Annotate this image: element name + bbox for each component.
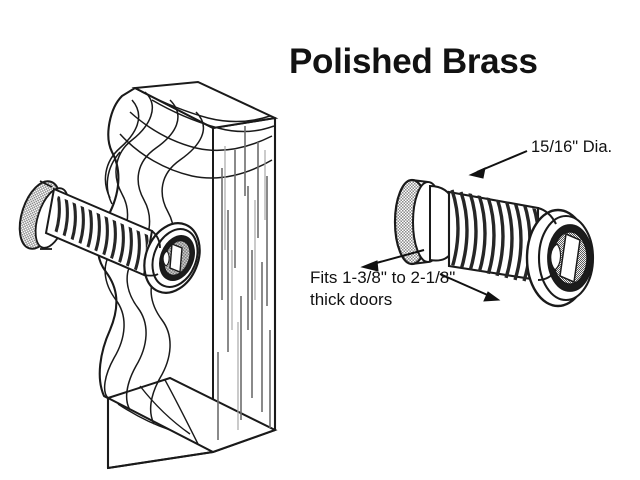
fits-leader-lower (439, 273, 501, 302)
page-title: Polished Brass (289, 42, 538, 81)
door-bottom-face (105, 376, 278, 454)
installed-viewer-head (143, 222, 201, 294)
detail-viewer-head (525, 207, 595, 308)
installed-screwdriver-slot (169, 242, 183, 274)
door-bottom-left-edge (107, 398, 214, 470)
fits-annotation-line-1: Fits 1-3/8" to 2-1/8" (310, 268, 456, 287)
peephole-assembly-detail (393, 178, 595, 308)
dimension-leaders (360, 150, 528, 302)
fits-leader-upper (360, 249, 425, 272)
door-front-grain-light (224, 146, 266, 430)
detail-flange-disc (393, 178, 453, 266)
detail-screwdriver-slot (559, 232, 581, 284)
door-front-grain (217, 126, 271, 440)
door-top-grain (119, 91, 275, 179)
door-top-face (131, 80, 279, 130)
fits-annotation-line-2: thick doors (310, 290, 393, 309)
installed-peephole (18, 180, 201, 294)
door-bottom-grain (117, 379, 199, 445)
diameter-annotation: 15/16" Dia. (531, 138, 613, 156)
diameter-leader (468, 150, 528, 179)
